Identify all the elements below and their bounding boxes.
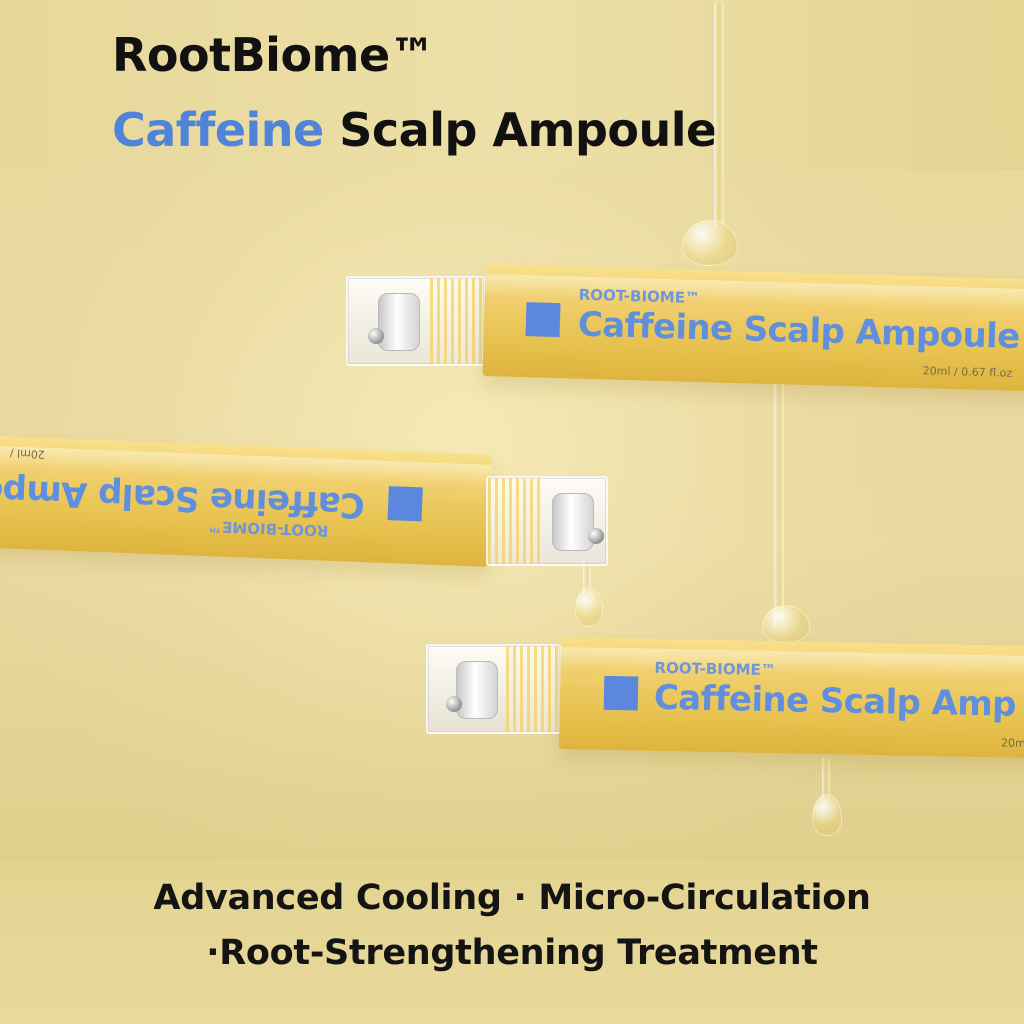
bottom-tube-roller	[456, 661, 498, 719]
top-tube-cap	[346, 276, 486, 366]
top-panel	[0, 0, 1024, 170]
middle-tube: ROOT-BIOME™ Caffeine Scalp Ampo 20ml /	[0, 435, 493, 567]
middle-liquid-stream	[774, 380, 784, 630]
top-tube-brand-mark	[525, 302, 561, 338]
bottom-tube: ROOT-BIOME™ Caffeine Scalp Amp 20m	[558, 637, 1024, 759]
bottom-tube-volume: 20m	[1000, 736, 1024, 750]
bottom-tube-cap	[426, 644, 562, 734]
middle-tube-roller	[552, 493, 594, 551]
middle-tube-cap-ribs	[488, 478, 542, 564]
headline-line-1: RootBiome™	[112, 28, 436, 82]
middle-tube-cap	[486, 476, 608, 566]
bottom-tube-brand-small: ROOT-BIOME™	[654, 658, 776, 680]
top-tube-highlight	[484, 274, 1024, 312]
top-liquid-stream	[714, 0, 724, 230]
headline-line-2: Caffeine Scalp Ampoule	[112, 100, 717, 160]
top-tube-cap-ribs	[430, 278, 484, 364]
top-tube-brand-large: Caffeine Scalp Ampoule	[577, 304, 1021, 357]
bottom-tube-cap-ribs	[506, 646, 560, 732]
bottom-tube-brand-mark	[603, 675, 639, 711]
left-tube-drip-drop	[575, 587, 603, 627]
top-tube-volume: 20ml / 0.67 fl.oz	[922, 364, 1013, 380]
middle-tube-brand-mark	[387, 486, 423, 522]
bottom-liquid-stream	[822, 757, 830, 803]
headline-line-2-black: Scalp Ampoule	[339, 103, 717, 157]
top-tube: ROOT-BIOME™ Caffeine Scalp Ampoule 20ml …	[482, 264, 1024, 392]
footer-line-1: Advanced Cooling · Micro-Circulation	[153, 878, 871, 918]
middle-tube-roller-ball	[588, 528, 604, 544]
bottom-liquid-drop	[812, 794, 842, 836]
bottom-tube-brand-large: Caffeine Scalp Amp	[653, 677, 1017, 725]
top-liquid-drop	[682, 220, 738, 266]
bottom-tube-roller-ball	[446, 696, 462, 712]
top-tube-roller	[378, 293, 420, 351]
footer-line-2: ·Root-Strengthening Treatment	[206, 933, 818, 973]
middle-liquid-drop	[762, 605, 810, 643]
top-tube-roller-ball	[368, 328, 384, 344]
top-tube-brand-small: ROOT-BIOME™	[578, 285, 701, 308]
bottom-panel	[0, 860, 1024, 1024]
middle-tube-volume: 20ml /	[9, 446, 46, 461]
left-tube-drip-stream	[583, 555, 591, 597]
bottom-tube-highlight	[560, 647, 1024, 679]
headline-line-2-blue: Caffeine	[112, 103, 324, 157]
